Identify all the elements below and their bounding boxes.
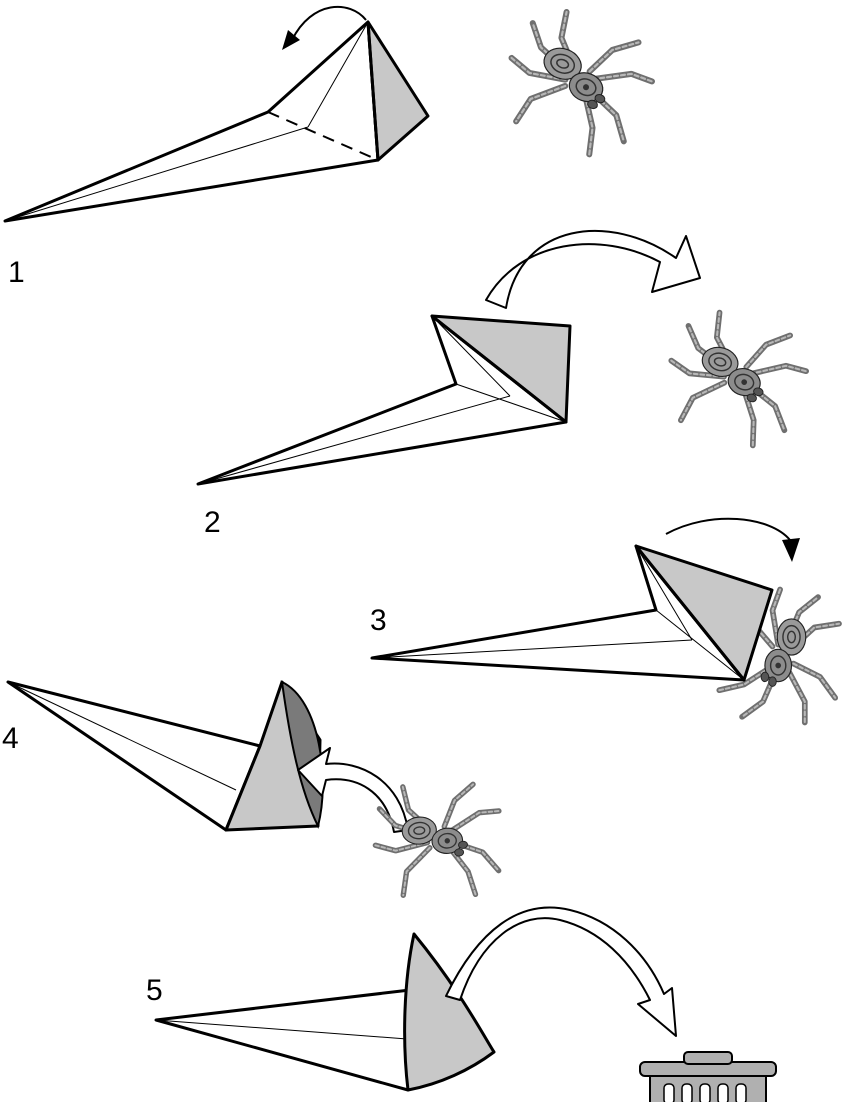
step-5: 5: [146, 908, 776, 1102]
paper-cone-sealed: [156, 934, 494, 1090]
paper-cone-open: [5, 22, 428, 221]
trash-bin-icon: [640, 1052, 776, 1102]
paper-cone-covering: [372, 546, 772, 680]
step-label: 3: [370, 604, 387, 637]
hollow-arrow-icon: [446, 908, 676, 1036]
paper-cone-scooping: [198, 316, 570, 484]
tarantula-icon: [656, 304, 815, 454]
tarantula-icon: [490, 0, 665, 166]
step-4: 4: [2, 682, 506, 903]
step-label: 5: [146, 974, 163, 1007]
step-3: 3: [370, 519, 839, 723]
paper-cone-closed: [8, 682, 323, 830]
step-label: 4: [2, 722, 19, 755]
hollow-arrow-icon: [486, 231, 700, 308]
step-label: 1: [8, 256, 25, 289]
step-2: 2: [198, 231, 815, 539]
curved-arrow-icon: [666, 519, 800, 562]
step-label: 2: [204, 506, 221, 539]
